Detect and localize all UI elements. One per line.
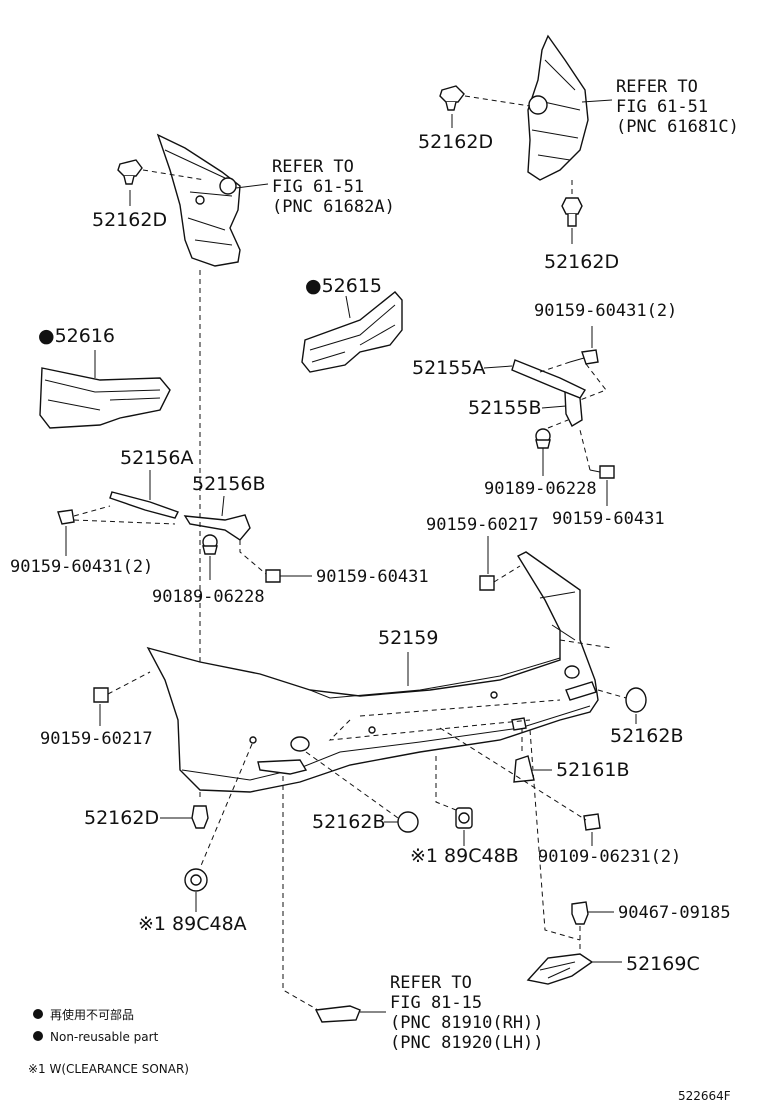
clip-52162D-b	[439, 85, 465, 111]
bolt-90159-60431-l2	[265, 569, 281, 583]
label-52162D-c: 52162D	[544, 251, 619, 273]
bracket-52169C	[526, 953, 594, 985]
label-52169C: 52169C	[626, 953, 700, 975]
figure-id: 522664F	[678, 1089, 731, 1103]
refer-b-line4: (PNC 81920(LH))	[390, 1033, 544, 1053]
refer-tl-line1: REFER TO	[272, 157, 354, 177]
refer-tr-line1: REFER TO	[616, 77, 698, 97]
label-52159: 52159	[378, 627, 438, 649]
cap-52162B-b	[397, 811, 419, 833]
legend-note: ※1 W(CLEARANCE SONAR)	[28, 1062, 189, 1076]
bumper-cover-52159	[146, 551, 599, 793]
bolt-90159-60217-a	[479, 575, 495, 591]
label-52162D-b: 52162D	[418, 131, 493, 153]
legend-bullet-icon	[33, 1031, 43, 1041]
clip-52162D-c	[561, 197, 583, 227]
bolt-90159-60431-r1	[569, 349, 599, 365]
label-52615: ●52615	[305, 275, 382, 297]
label-90109-06231: 90109-06231(2)	[538, 847, 681, 867]
screw-90109-06231	[583, 813, 601, 831]
label-90159-60431-2a: 90159-60431(2)	[534, 301, 677, 321]
refer-b-line3: (PNC 81910(RH))	[390, 1013, 544, 1033]
cap-52162B-a	[625, 687, 647, 713]
label-52162B-b: 52162B	[312, 811, 385, 833]
label-89C48B: ※1 89C48B	[410, 845, 519, 867]
sensor-89C48A	[184, 868, 208, 892]
legend-bullet-icon	[33, 1009, 43, 1019]
label-90159-60217-b: 90159-60217	[40, 729, 153, 749]
refer-tl-line3: (PNC 61682A)	[272, 197, 395, 217]
clip-52162D-a	[117, 159, 143, 185]
absorber-52616	[39, 367, 171, 429]
clip-90467-09185	[571, 901, 589, 925]
refer-b-line2: FIG 81-15	[390, 993, 482, 1013]
label-52161B: 52161B	[556, 759, 629, 781]
retainer-52155A	[511, 359, 587, 399]
label-90159-60431-b: 90159-60431	[316, 567, 429, 587]
label-52155A: 52155A	[412, 357, 485, 379]
label-52162B-a: 52162B	[610, 725, 683, 747]
legend-jp: 再使用不可部品	[50, 1007, 134, 1022]
nut-90189-06228-r	[535, 428, 551, 449]
label-52156B: 52156B	[192, 473, 265, 495]
sensor-89C48B	[455, 807, 473, 829]
legend-en: Non-reusable part	[50, 1030, 159, 1044]
bolt-90159-60431-l1	[57, 509, 75, 525]
retainer-52156A	[109, 491, 179, 519]
bolt-90159-60431-r2	[589, 465, 615, 479]
label-90189-06228-b: 90189-06228	[152, 587, 265, 607]
retainer-52156B	[183, 514, 251, 541]
label-90189-06228-a: 90189-06228	[484, 479, 597, 499]
label-52156A: 52156A	[120, 447, 193, 469]
label-90467-09185: 90467-09185	[618, 903, 731, 923]
reflector-81910-81920	[314, 1005, 361, 1023]
clip-52162D-d	[191, 805, 209, 829]
nut-90189-06228-l	[202, 534, 218, 555]
label-90159-60431-a: 90159-60431	[552, 509, 665, 529]
label-52155B: 52155B	[468, 397, 541, 419]
label-52616: ●52616	[38, 325, 115, 347]
rear-bracket-left	[156, 133, 241, 267]
label-52162D-a: 52162D	[92, 209, 167, 231]
rear-bracket-right	[527, 34, 589, 181]
bolt-90159-60217-b	[93, 687, 109, 703]
clip-52161B	[513, 755, 535, 783]
refer-tr-line3: (PNC 61681C)	[616, 117, 739, 137]
retainer-52155B	[564, 390, 583, 427]
absorber-52615	[301, 291, 403, 373]
label-52162D-d: 52162D	[84, 807, 159, 829]
refer-tl-line2: FIG 61-51	[272, 177, 364, 197]
refer-tr-line2: FIG 61-51	[616, 97, 708, 117]
label-90159-60217-a: 90159-60217	[426, 515, 539, 535]
refer-b-line1: REFER TO	[390, 973, 472, 993]
label-90159-60431-2b: 90159-60431(2)	[10, 557, 153, 577]
label-89C48A: ※1 89C48A	[138, 913, 247, 935]
